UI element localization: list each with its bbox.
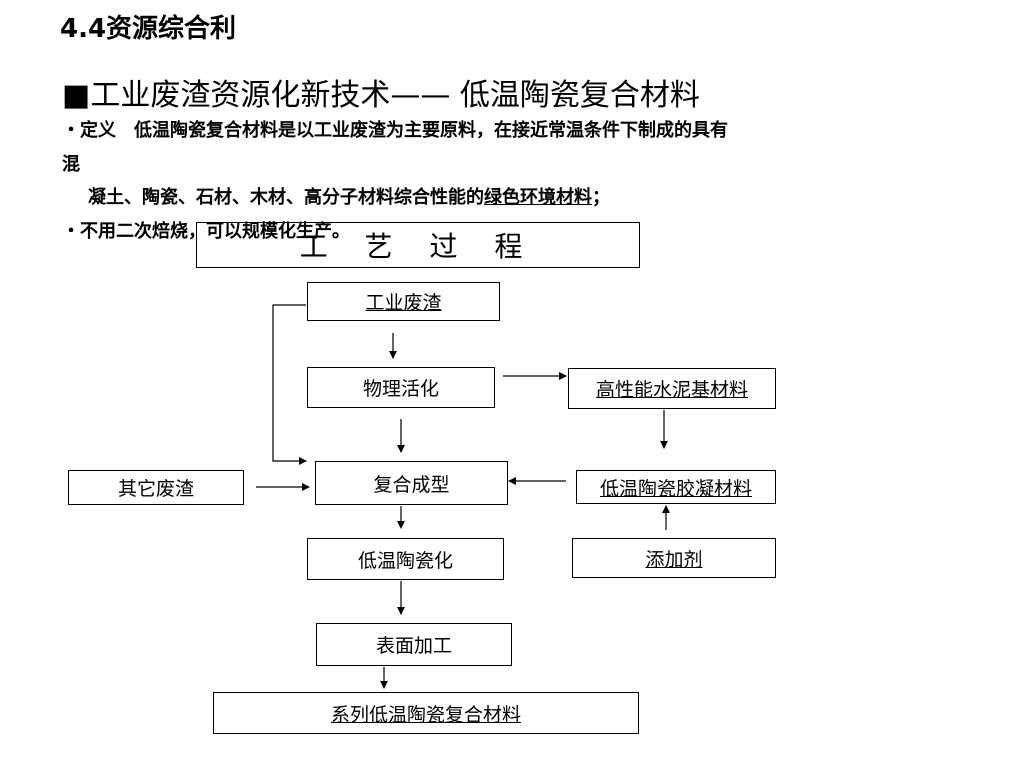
node-binder: 低温陶瓷胶凝材料: [576, 470, 776, 504]
definition-line-1: ・定义 低温陶瓷复合材料是以工业废渣为主要原料，在接近常温条件下制成的具有: [62, 120, 728, 141]
node-binder-label: 低温陶瓷胶凝材料: [599, 477, 752, 500]
node-industrial-waste-label: 工业废渣: [365, 292, 442, 314]
node-cement-base: 高性能水泥基材料: [568, 368, 776, 409]
node-product-series-label: 系列低温陶瓷复合材料: [330, 703, 521, 726]
node-other-waste: 其它废渣: [68, 470, 244, 505]
green-material-term: 绿色环境材料: [484, 187, 592, 208]
node-ceramization: 低温陶瓷化: [307, 538, 504, 580]
node-other-waste-label: 其它废渣: [117, 478, 194, 500]
process-title-box: 工 艺 过 程: [196, 222, 640, 268]
node-surface-processing-label: 表面加工: [375, 635, 452, 657]
node-ceramization-label: 低温陶瓷化: [357, 549, 453, 572]
process-title: 工 艺 过 程: [299, 230, 537, 263]
node-product-series: 系列低温陶瓷复合材料: [213, 692, 639, 734]
node-surface-processing: 表面加工: [316, 623, 512, 666]
definition-line-3-prefix: 凝土、陶瓷、石材、木材、高分子材料综合性能的: [88, 187, 484, 208]
node-cement-base-label: 高性能水泥基材料: [595, 379, 748, 401]
section-title: 4.4资源综合利: [60, 14, 237, 44]
definition-line-3: 凝土、陶瓷、石材、木材、高分子材料综合性能的绿色环境材料；: [88, 183, 610, 209]
node-additive-label: 添加剂: [645, 548, 703, 571]
node-composite-forming: 复合成型: [315, 461, 508, 505]
definition-line-4: ・不用二次焙烧，可以规模化生产。: [62, 221, 350, 242]
node-physical-activation: 物理活化: [307, 367, 495, 408]
definition-line-3-suffix: ；: [592, 187, 610, 208]
node-additive: 添加剂: [572, 538, 776, 578]
node-industrial-waste: 工业废渣: [307, 282, 500, 321]
definition-line-2: 混: [62, 154, 80, 175]
page-heading: ■工业废渣资源化新技术—— 低温陶瓷复合材料: [62, 78, 700, 113]
node-physical-activation-label: 物理活化: [362, 378, 439, 400]
arrow-waste-bypass-to-forming: [272, 304, 307, 465]
node-composite-forming-label: 复合成型: [373, 474, 450, 496]
